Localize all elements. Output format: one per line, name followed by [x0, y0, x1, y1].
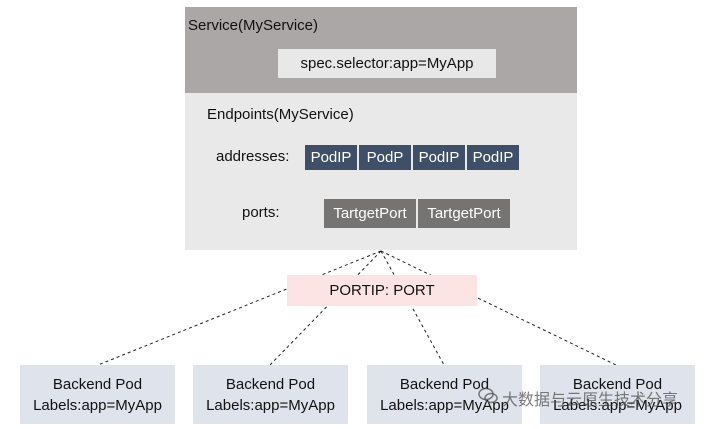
watermark-text: 大数据与云原生技术分享 [502, 392, 679, 409]
service-title: Service(MyService) [188, 17, 319, 34]
ports-label: ports: [242, 204, 280, 221]
backend-pod-labels: Labels:app=MyApp [206, 396, 335, 414]
watermark: 大数据与云原生技术分享 [478, 386, 678, 410]
target-port-1: TartgetPort [324, 199, 416, 228]
backend-pod-name: Backend Pod [399, 375, 490, 393]
backend-pod-2: Backend Pod Labels:app=MyApp [193, 365, 348, 424]
backend-pod-name: Backend Pod [572, 375, 663, 393]
backend-pod-labels: Labels:app=MyApp [553, 396, 682, 414]
portip-port-box: PORTIP: PORT [287, 275, 477, 306]
backend-pod-1: Backend Pod Labels:app=MyApp [20, 365, 175, 424]
address-podip-4: PodIP [467, 145, 519, 170]
backend-pod-3: Backend Pod Labels:app=MyApp [367, 365, 522, 424]
backend-pod-4: Backend Pod Labels:app=MyApp [540, 365, 695, 424]
backend-pod-labels: Labels:app=MyApp [33, 396, 162, 414]
addresses-label: addresses: [216, 148, 290, 165]
wechat-icon [478, 387, 498, 410]
backend-pod-labels: Labels:app=MyApp [380, 396, 509, 414]
connector-line-pod-3 [380, 250, 445, 366]
connector-line-pod-2 [269, 250, 382, 366]
endpoints-title: Endpoints(MyService) [207, 106, 354, 123]
target-port-2: TartgetPort [418, 199, 510, 228]
address-podip-3: PodIP [413, 145, 465, 170]
backend-pod-name: Backend Pod [52, 375, 143, 393]
connector-line-pod-4 [380, 250, 617, 366]
service-selector: spec.selector:app=MyApp [278, 49, 496, 78]
address-podip-2: PodP [359, 145, 411, 170]
backend-pod-name: Backend Pod [225, 375, 316, 393]
connector-line-pod-1 [97, 250, 382, 366]
address-podip-1: PodIP [305, 145, 357, 170]
